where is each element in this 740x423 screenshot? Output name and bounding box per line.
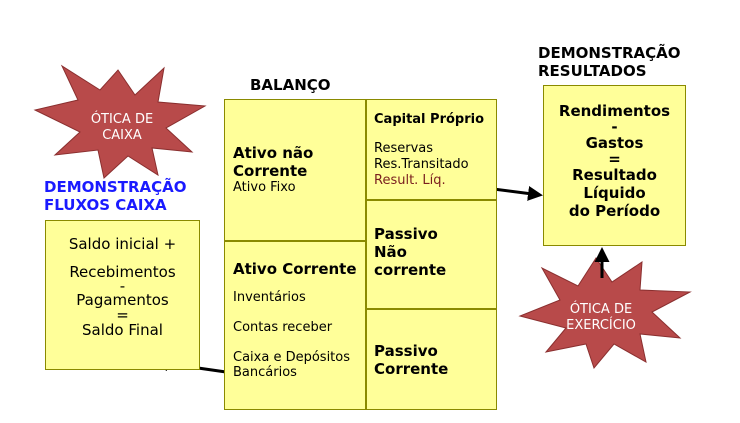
caixa-depositos-line1: Caixa e Depósitos: [233, 350, 350, 365]
reservas-label: Reservas: [374, 141, 433, 156]
ativo-corrente-heading: Ativo Corrente: [233, 260, 357, 278]
dr-resultado: Resultado: [572, 166, 657, 184]
dr-title-line1: DEMONSTRAÇÃO: [538, 44, 681, 62]
result-liq-label: Result. Líq.: [374, 173, 446, 188]
dr-equals: =: [608, 150, 621, 168]
dfc-title: DEMONSTRAÇÃO FLUXOS CAIXA: [44, 178, 187, 214]
caixa-depositos-line2: Bancários: [233, 365, 297, 380]
ativo-corrente-box: Ativo Corrente Inventários Contas recebe…: [224, 241, 366, 410]
passivo-corrente-line2: Corrente: [374, 360, 449, 378]
passivo-nao-corrente-box: Passivo Não corrente: [366, 200, 497, 309]
dr-minus: -: [611, 118, 618, 136]
ativo-nao-corrente-heading1: Ativo não: [233, 144, 314, 162]
res-transitado-label: Res.Transitado: [374, 157, 469, 172]
dfc-minus: -: [119, 277, 126, 295]
otica-exercicio-line2: EXERCÍCIO: [566, 318, 636, 333]
passivo-nao-corrente-line3: corrente: [374, 261, 447, 279]
passivo-nao-corrente-line2: Não: [374, 243, 407, 261]
dfc-saldo-final: Saldo Final: [82, 321, 163, 339]
dr-periodo: do Período: [568, 202, 661, 220]
otica-caixa-star: [33, 64, 207, 179]
passivo-nao-corrente-line1: Passivo: [374, 225, 438, 243]
dr-liquido: Líquido: [583, 184, 646, 202]
dr-box: Rendimentos - Gastos = Resultado Líquido…: [543, 85, 686, 246]
dfc-title-line2: FLUXOS CAIXA: [44, 196, 167, 214]
otica-exercicio-star: [518, 257, 692, 370]
otica-caixa-label: ÓTICA DE CAIXA: [82, 112, 162, 144]
balanco-title: BALANÇO: [250, 76, 331, 94]
dfc-saldo-inicial: Saldo inicial +: [68, 235, 177, 253]
dfc-box: Saldo inicial + Recebimentos - Pagamento…: [45, 220, 200, 370]
passivo-corrente-box: Passivo Corrente: [366, 309, 497, 410]
inventarios-label: Inventários: [233, 290, 306, 305]
contas-receber-label: Contas receber: [233, 320, 333, 335]
dr-title: DEMONSTRAÇÃO RESULTADOS: [538, 44, 681, 80]
passivo-corrente-line1: Passivo: [374, 342, 438, 360]
capital-proprio-heading: Capital Próprio: [374, 112, 485, 127]
capital-proprio-box: Capital Próprio Reservas Res.Transitado …: [366, 99, 497, 200]
ativo-fixo-label: Ativo Fixo: [233, 180, 296, 195]
otica-caixa-line1: ÓTICA DE: [90, 112, 154, 127]
ativo-nao-corrente-box: Ativo não Corrente Ativo Fixo: [224, 99, 366, 241]
otica-caixa-line2: CAIXA: [102, 128, 142, 143]
dr-title-line2: RESULTADOS: [538, 62, 647, 80]
dfc-equals: =: [116, 306, 129, 324]
otica-exercicio-label: ÓTICA DE EXERCÍCIO: [556, 302, 646, 334]
dfc-recebimentos: Recebimentos: [69, 263, 176, 281]
dfc-pagamentos: Pagamentos: [76, 291, 169, 309]
otica-exercicio-line1: ÓTICA DE: [569, 302, 633, 317]
dr-rendimentos: Rendimentos: [558, 102, 671, 120]
ativo-nao-corrente-heading2: Corrente: [233, 162, 308, 180]
dr-gastos: Gastos: [585, 134, 644, 152]
dfc-title-line1: DEMONSTRAÇÃO: [44, 178, 187, 196]
